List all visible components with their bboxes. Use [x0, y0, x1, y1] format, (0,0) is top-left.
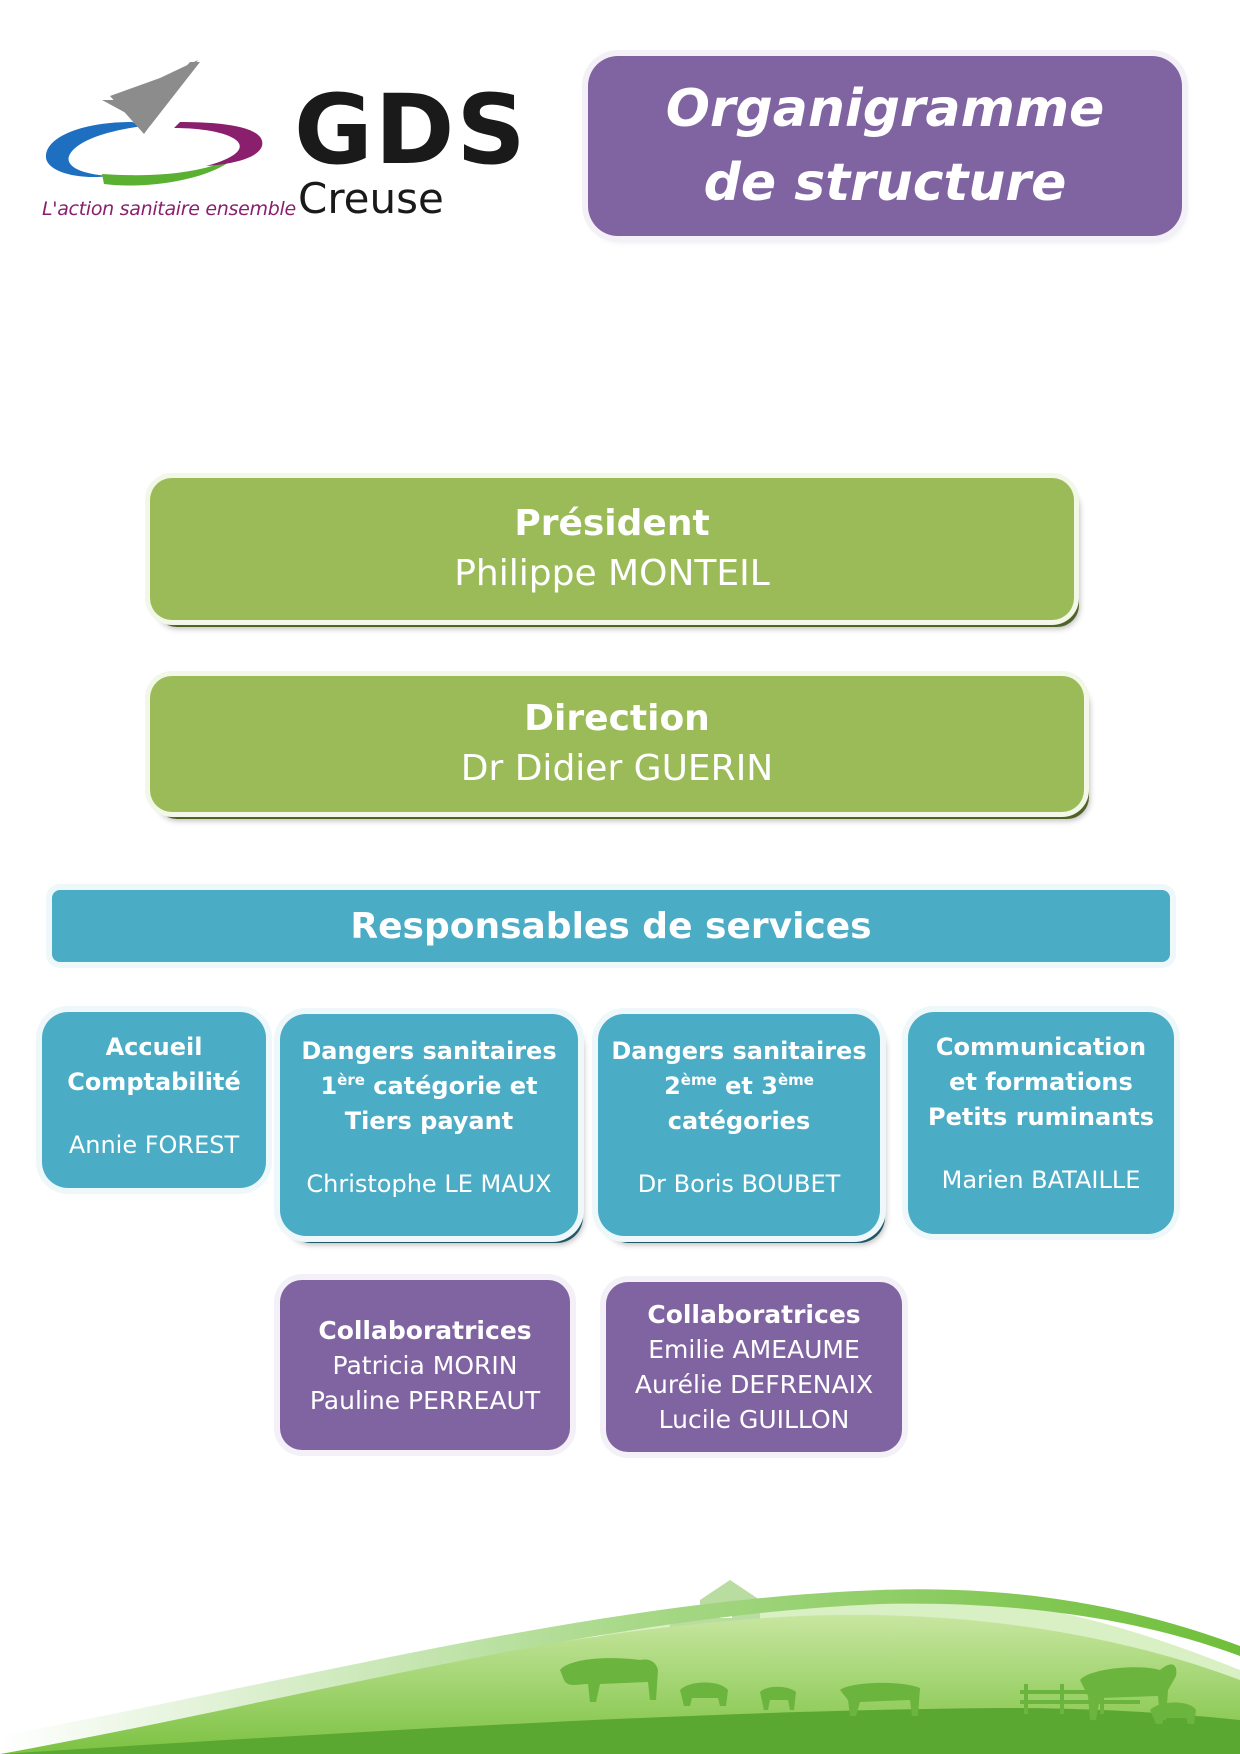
- service-accueil-box: Accueil Comptabilité Annie FOREST: [42, 1012, 266, 1188]
- service-comm-line-2: et formations: [949, 1068, 1133, 1096]
- logo-region: Creuse: [298, 174, 444, 223]
- service-cat23-line-2: 2ème et 3ème: [664, 1071, 814, 1100]
- president-name: Philippe MONTEIL: [454, 553, 770, 594]
- services-header: Responsables de services: [52, 890, 1170, 962]
- president-role: Président: [514, 503, 710, 544]
- service-cat1-line-1: Dangers sanitaires: [301, 1037, 557, 1065]
- title-line-1: Organigramme: [665, 79, 1105, 139]
- service-accueil-name: Annie FOREST: [68, 1131, 240, 1159]
- service-cat1-name: Christophe LE MAUX: [306, 1170, 552, 1198]
- page-title: Organigramme de structure: [588, 56, 1182, 236]
- farm-landscape-illustration: [0, 1580, 1240, 1754]
- service-communication-box: Communication et formations Petits rumin…: [908, 1012, 1174, 1234]
- collaboratrice-name: Patricia MORIN: [332, 1350, 518, 1380]
- direction-name: Dr Didier GUERIN: [460, 748, 774, 789]
- service-cat1-line-2: 1ère catégorie et: [320, 1071, 538, 1100]
- direction-role: Direction: [524, 698, 710, 739]
- collaboratrice-name: Emilie AMEAUME: [648, 1335, 860, 1364]
- collaboratrices-box-1: Collaboratrices Patricia MORIN Pauline P…: [280, 1280, 570, 1450]
- collaboratrice-name: Lucile GUILLON: [658, 1405, 850, 1434]
- service-comm-name: Marien BATAILLE: [941, 1166, 1141, 1194]
- service-cat23-line-1: Dangers sanitaires: [611, 1037, 867, 1065]
- service-accueil-line-1: Accueil: [105, 1033, 203, 1061]
- gds-logo-icon: [45, 60, 263, 186]
- title-line-2: de structure: [703, 153, 1067, 213]
- service-cat1-line-3: Tiers payant: [344, 1107, 514, 1135]
- logo-brand: GDS: [294, 74, 528, 186]
- logo-tagline: L'action sanitaire ensemble: [42, 198, 296, 220]
- service-comm-line-3: Petits ruminants: [928, 1103, 1154, 1131]
- collaboratrice-name: Aurélie DEFRENAIX: [634, 1370, 874, 1399]
- collaboratrice-name: Pauline PERREAUT: [309, 1385, 541, 1415]
- service-cat23-line-3: catégories: [667, 1107, 811, 1135]
- service-dangers-cat1-box: Dangers sanitaires 1ère catégorie et Tie…: [280, 1014, 578, 1236]
- direction-box: Direction Dr Didier GUERIN: [150, 676, 1084, 812]
- service-comm-line-1: Communication: [935, 1033, 1147, 1061]
- service-dangers-cat23-box: Dangers sanitaires 2ème et 3ème catégori…: [598, 1014, 880, 1236]
- collaboratrices-title: Collaboratrices: [647, 1300, 861, 1329]
- president-box: Président Philippe MONTEIL: [150, 478, 1074, 620]
- collaboratrices-box-2: Collaboratrices Emilie AMEAUME Aurélie D…: [606, 1282, 902, 1452]
- service-accueil-line-2: Comptabilité: [67, 1068, 241, 1096]
- service-cat23-name: Dr Boris BOUBET: [637, 1170, 841, 1198]
- collaboratrices-title: Collaboratrices: [318, 1315, 532, 1345]
